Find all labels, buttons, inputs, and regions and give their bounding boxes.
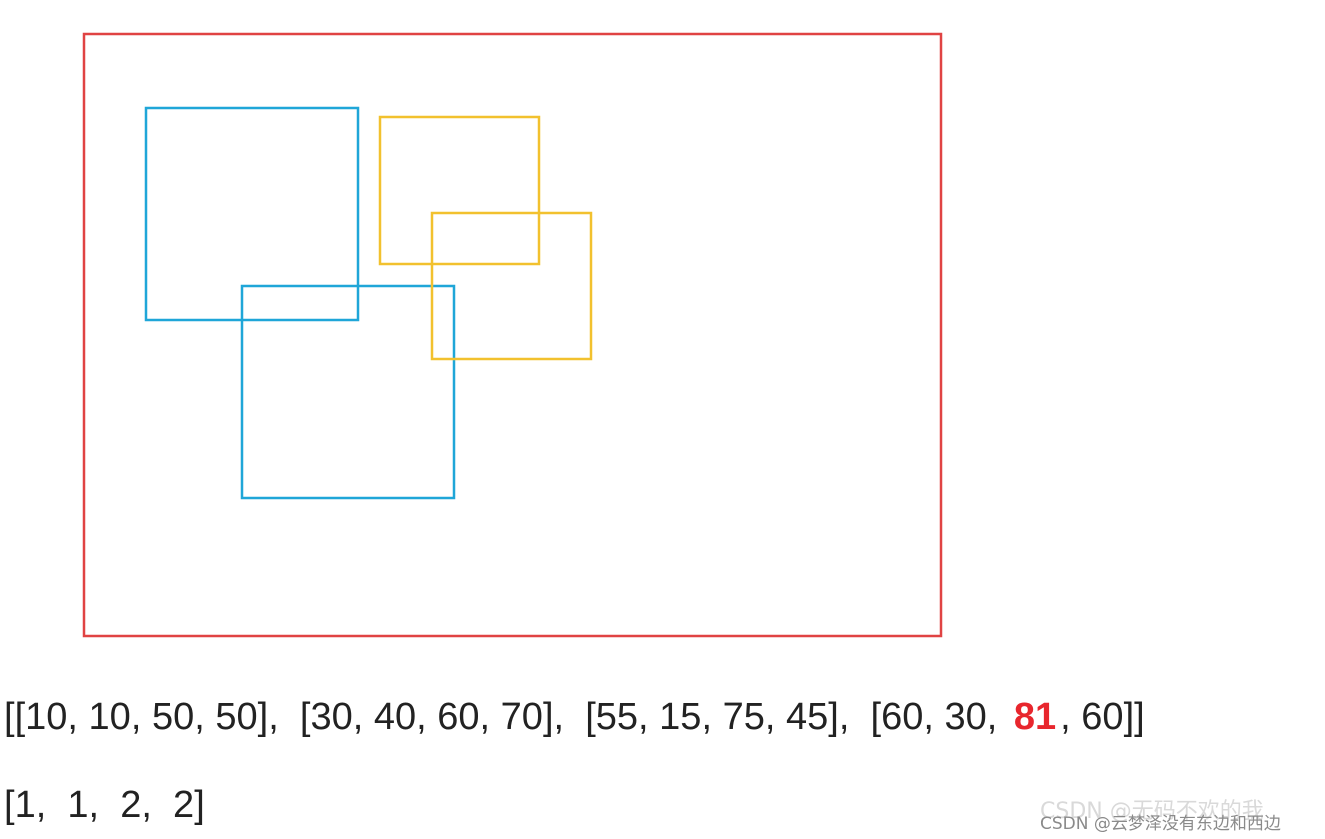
outer-close-bracket: ] xyxy=(1134,696,1145,738)
highlighted-coordinate: 81 xyxy=(1013,696,1057,738)
box-close-bracket: ] xyxy=(542,696,554,738)
separator: , xyxy=(88,784,121,826)
box-coordinate: 50 xyxy=(215,696,258,738)
box-2-rect xyxy=(240,284,456,500)
separator: , xyxy=(701,696,723,738)
bbox-diagram xyxy=(82,32,943,638)
box-coordinate: 40 xyxy=(373,696,417,738)
separator: , xyxy=(1060,696,1082,738)
separator: , xyxy=(268,696,300,738)
box-open-bracket: [ xyxy=(585,696,596,738)
box-coordinate: 15 xyxy=(659,696,702,738)
separator: , xyxy=(638,696,660,738)
box-open-bracket: [ xyxy=(299,696,311,738)
separator: , xyxy=(130,696,152,738)
separator: , xyxy=(416,696,438,738)
label-value: 2 xyxy=(173,784,195,826)
separator: , xyxy=(35,784,68,826)
box-coordinate: 30 xyxy=(310,696,353,738)
box-coordinate: 10 xyxy=(25,696,68,738)
box-coordinate: 60 xyxy=(881,696,924,738)
image-boundary-rect xyxy=(82,32,943,638)
watermark-back: CSDN @无码不欢的我 xyxy=(1040,799,1264,824)
separator: , xyxy=(141,784,174,826)
box-coordinate: 60 xyxy=(1081,696,1124,738)
boxes-coordinates-text: [[10, 10, 50, 50], [30, 40, 60, 70], [55… xyxy=(4,696,1145,739)
box-open-bracket: [ xyxy=(870,696,882,738)
label-value: 1 xyxy=(67,784,89,826)
labels-close-bracket: ] xyxy=(194,784,205,826)
box-3-rect xyxy=(378,115,541,266)
box-coordinate: 55 xyxy=(595,696,639,738)
separator: , xyxy=(194,696,216,738)
box-4-rect xyxy=(430,211,593,361)
box-coordinate: 50 xyxy=(151,696,195,738)
separator: , xyxy=(838,696,871,738)
label-value: 2 xyxy=(120,784,142,826)
separator: , xyxy=(923,696,945,738)
separator: , xyxy=(479,696,501,738)
box-close-bracket: ] xyxy=(1123,696,1135,738)
watermark-front: CSDN @云梦泽没有东边和西边 xyxy=(1040,814,1281,834)
label-value: 1 xyxy=(14,784,36,826)
box-coordinate: 45 xyxy=(785,696,829,738)
box-close-bracket: ] xyxy=(257,696,269,738)
labels-open-bracket: [ xyxy=(4,784,15,826)
box-coordinate: 10 xyxy=(88,696,131,738)
separator: , xyxy=(352,696,374,738)
separator: , xyxy=(553,696,586,738)
box-coordinate: 30 xyxy=(944,696,987,738)
box-coordinate: 75 xyxy=(722,696,765,738)
box-open-bracket: [ xyxy=(14,696,26,738)
labels-text: [1, 1, 2, 2] xyxy=(4,784,205,827)
box-1-rect xyxy=(144,106,360,322)
separator: , xyxy=(764,696,786,738)
box-coordinate: 60 xyxy=(437,696,480,738)
separator: , xyxy=(986,696,1008,738)
box-coordinate: 70 xyxy=(500,696,543,738)
outer-open-bracket: [ xyxy=(4,696,15,738)
separator: , xyxy=(67,696,89,738)
box-close-bracket: ] xyxy=(828,696,839,738)
